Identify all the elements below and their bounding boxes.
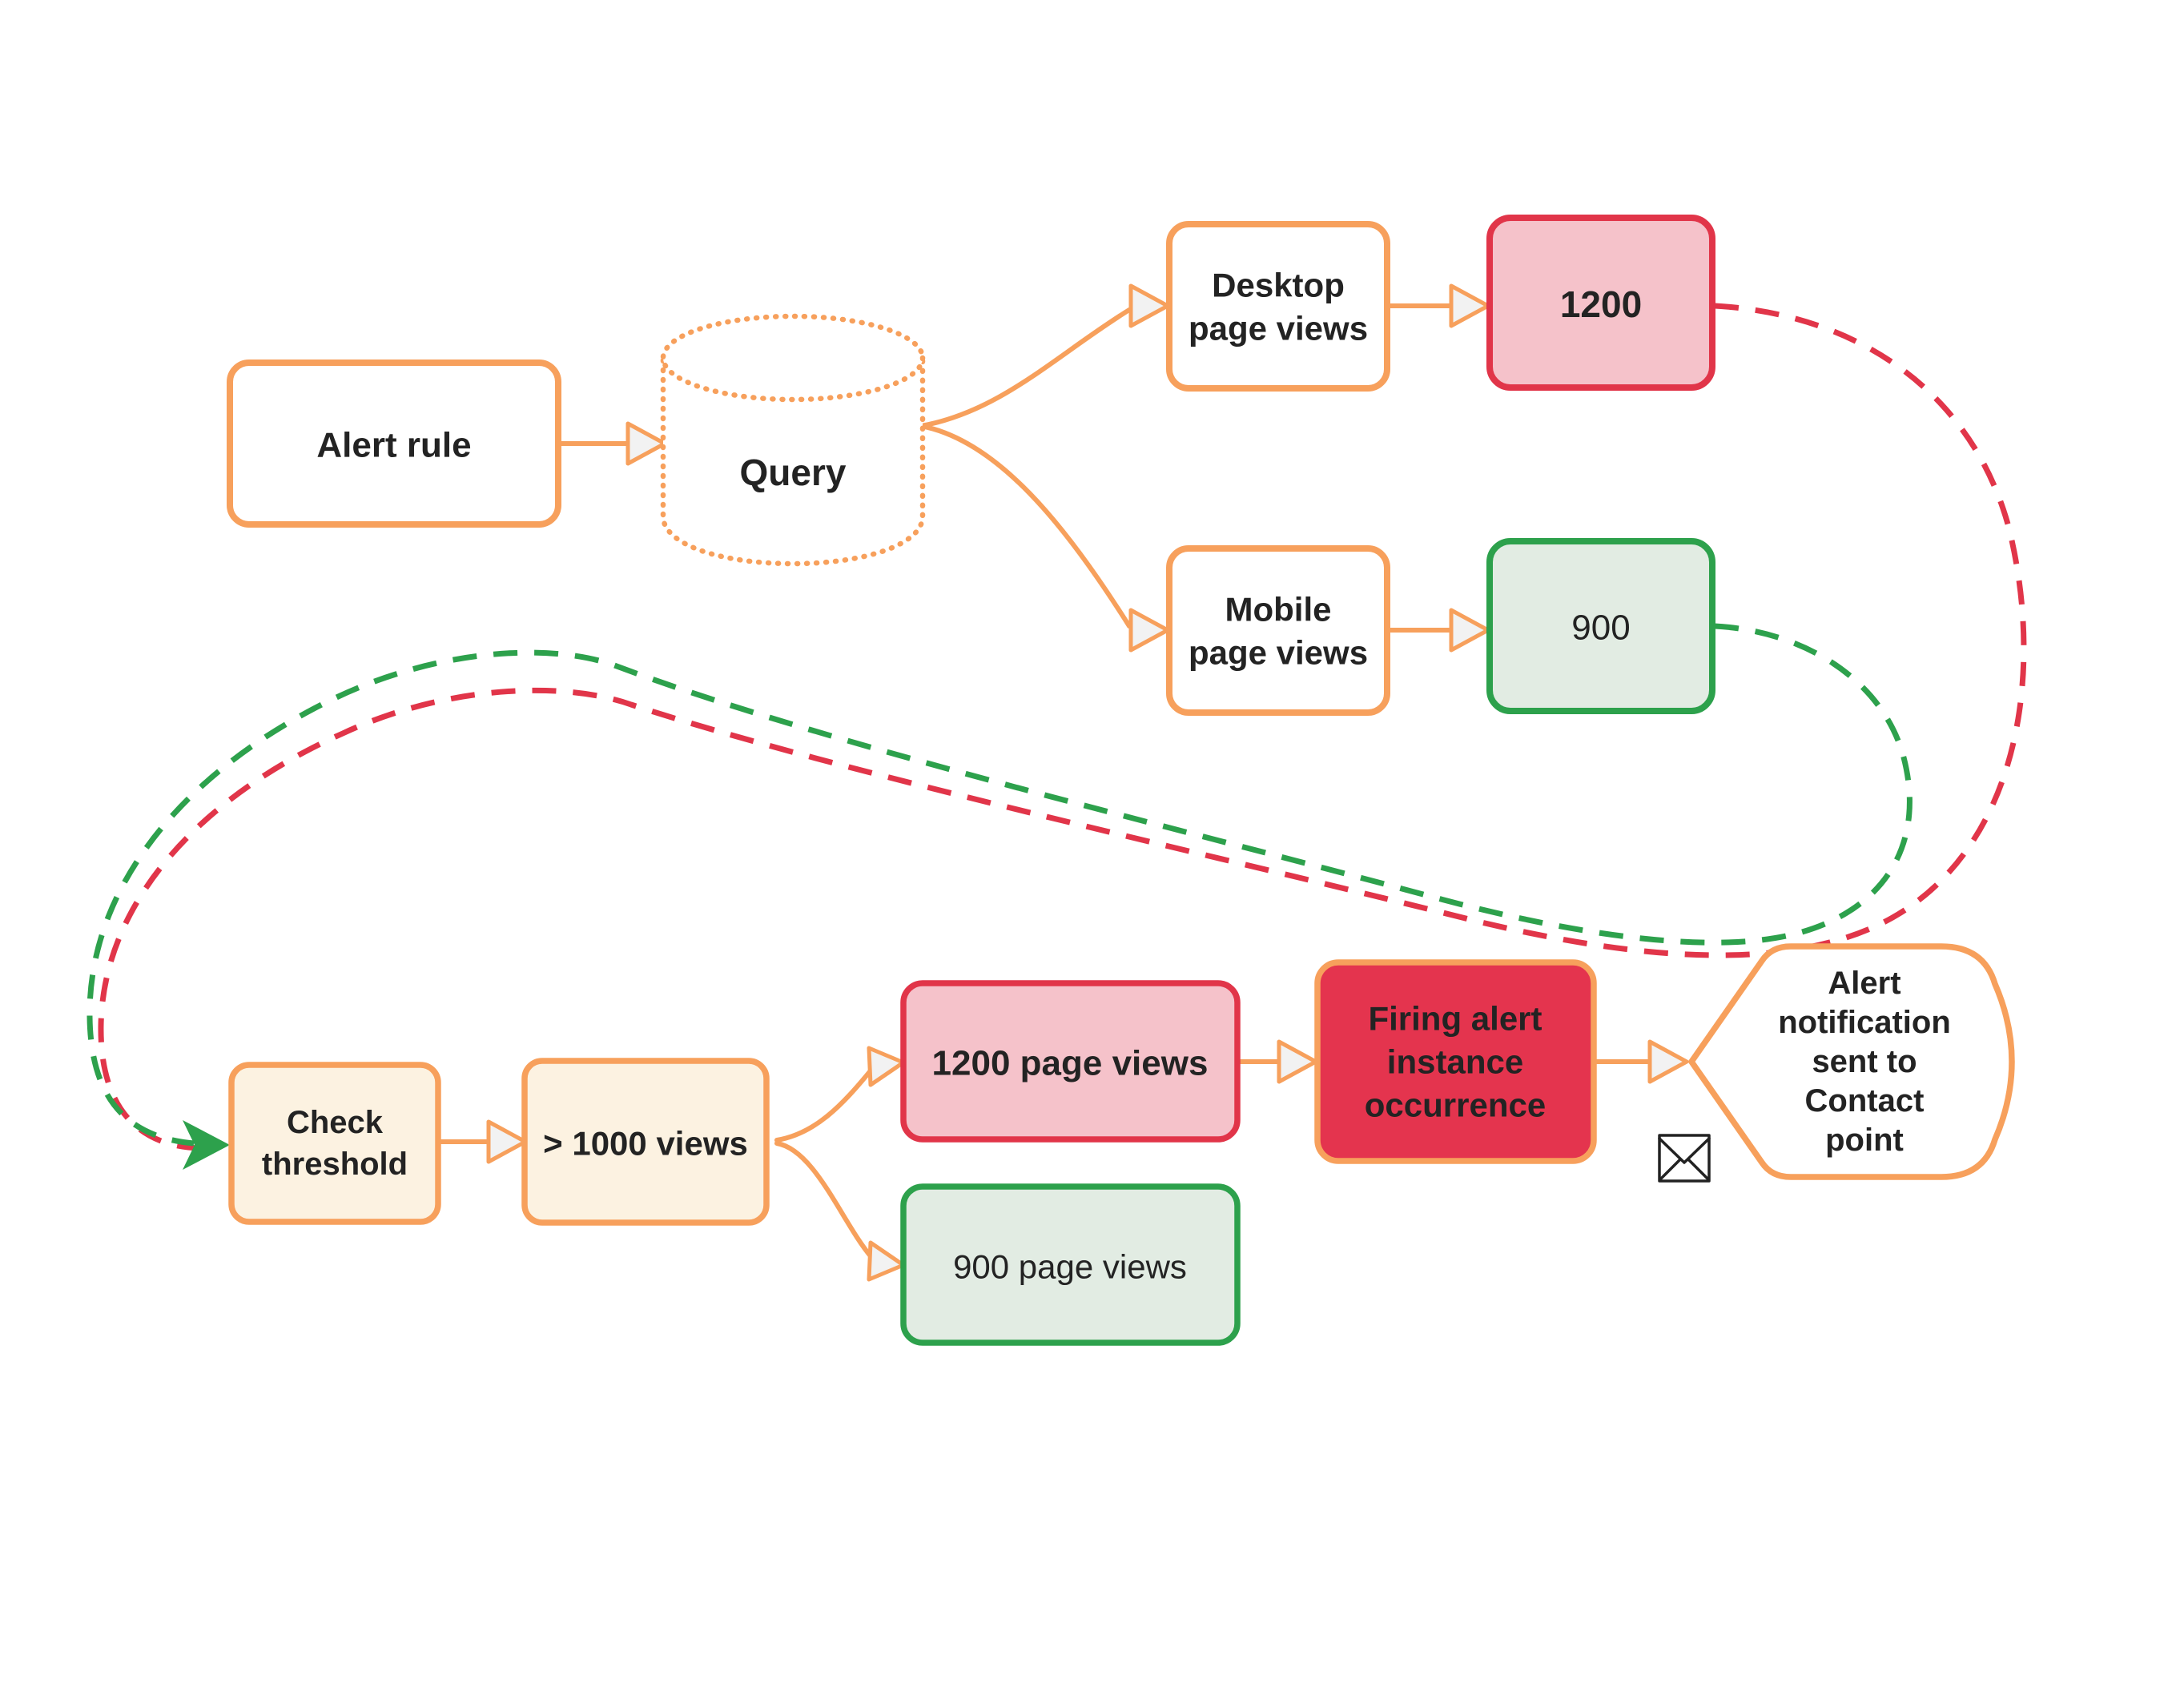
node-desktop-value: 1200 bbox=[1486, 215, 1715, 391]
edge-condition-to-desktop-result bbox=[774, 1046, 906, 1143]
node-query: Query bbox=[660, 313, 926, 567]
edge-check-threshold-to-condition bbox=[437, 1119, 528, 1164]
node-mobile-result: 900 page views bbox=[900, 1183, 1241, 1346]
box bbox=[1166, 545, 1390, 716]
node-alert-rule: Alert rule bbox=[227, 359, 561, 528]
label-line: Firing alert bbox=[1368, 1000, 1542, 1038]
label-line: instance bbox=[1387, 1043, 1523, 1081]
label-line: notification bbox=[1778, 1005, 1951, 1040]
label-line: Alert bbox=[1828, 966, 1900, 1001]
node-desktop-result: 1200 page views bbox=[900, 980, 1241, 1143]
envelope-icon bbox=[1658, 1134, 1711, 1183]
label-line: Mobile bbox=[1225, 591, 1332, 629]
box bbox=[900, 1183, 1241, 1346]
edge-query-to-desktop-page-views bbox=[919, 283, 1170, 428]
database-cylinder-icon bbox=[660, 313, 926, 567]
node-mobile-page-views: Mobile page views bbox=[1166, 545, 1390, 716]
box bbox=[1314, 959, 1597, 1164]
label-line: Contact bbox=[1805, 1083, 1925, 1119]
label-line: Check bbox=[287, 1105, 384, 1140]
edge-query-to-mobile-page-views bbox=[919, 424, 1170, 653]
label: Query bbox=[740, 452, 847, 493]
label: 1200 page views bbox=[932, 1044, 1209, 1083]
label: 1200 bbox=[1560, 283, 1642, 325]
node-threshold-condition: > 1000 views bbox=[521, 1058, 770, 1226]
edge-desktop-page-views-to-value bbox=[1386, 283, 1490, 328]
label-line: point bbox=[1825, 1123, 1904, 1158]
box bbox=[900, 980, 1241, 1143]
edge-firing-alert-to-notification bbox=[1593, 1039, 1689, 1084]
label-line: occurrence bbox=[1365, 1086, 1546, 1124]
node-check-threshold: Check threshold bbox=[228, 1062, 441, 1225]
box bbox=[1166, 221, 1390, 392]
label-line: threshold bbox=[262, 1147, 408, 1182]
edge-condition-to-mobile-result bbox=[774, 1141, 906, 1282]
node-alert-notification: Alert notification sent to Contact point bbox=[1687, 943, 2015, 1180]
label: 900 bbox=[1571, 609, 1630, 648]
node-desktop-page-views: Desktop page views bbox=[1166, 221, 1390, 392]
label: Alert rule bbox=[316, 426, 471, 465]
box bbox=[521, 1058, 770, 1226]
edge-desktop-value-to-check-threshold bbox=[98, 303, 2027, 1151]
label: > 1000 views bbox=[543, 1125, 748, 1163]
node-mobile-value: 900 bbox=[1486, 538, 1715, 714]
label-line: sent to bbox=[1812, 1044, 1917, 1079]
box bbox=[1486, 215, 1715, 391]
dashed-edges-arrowhead-icon bbox=[183, 1120, 230, 1170]
label-line: page views bbox=[1189, 310, 1368, 347]
edge-mobile-page-views-to-value bbox=[1386, 608, 1490, 653]
edge-alert-rule-to-query bbox=[557, 421, 667, 466]
node-firing-alert: Firing alert instance occurrence bbox=[1314, 959, 1597, 1164]
box bbox=[1486, 538, 1715, 714]
label-line: page views bbox=[1189, 634, 1368, 672]
box bbox=[228, 1062, 441, 1225]
label: 900 page views bbox=[953, 1248, 1187, 1286]
label-line: Desktop bbox=[1212, 267, 1345, 304]
edge-desktop-result-to-firing-alert bbox=[1237, 1039, 1318, 1084]
box bbox=[227, 359, 561, 528]
edge-mobile-value-to-check-threshold bbox=[86, 623, 1913, 1147]
notification-shape bbox=[1687, 943, 2015, 1180]
